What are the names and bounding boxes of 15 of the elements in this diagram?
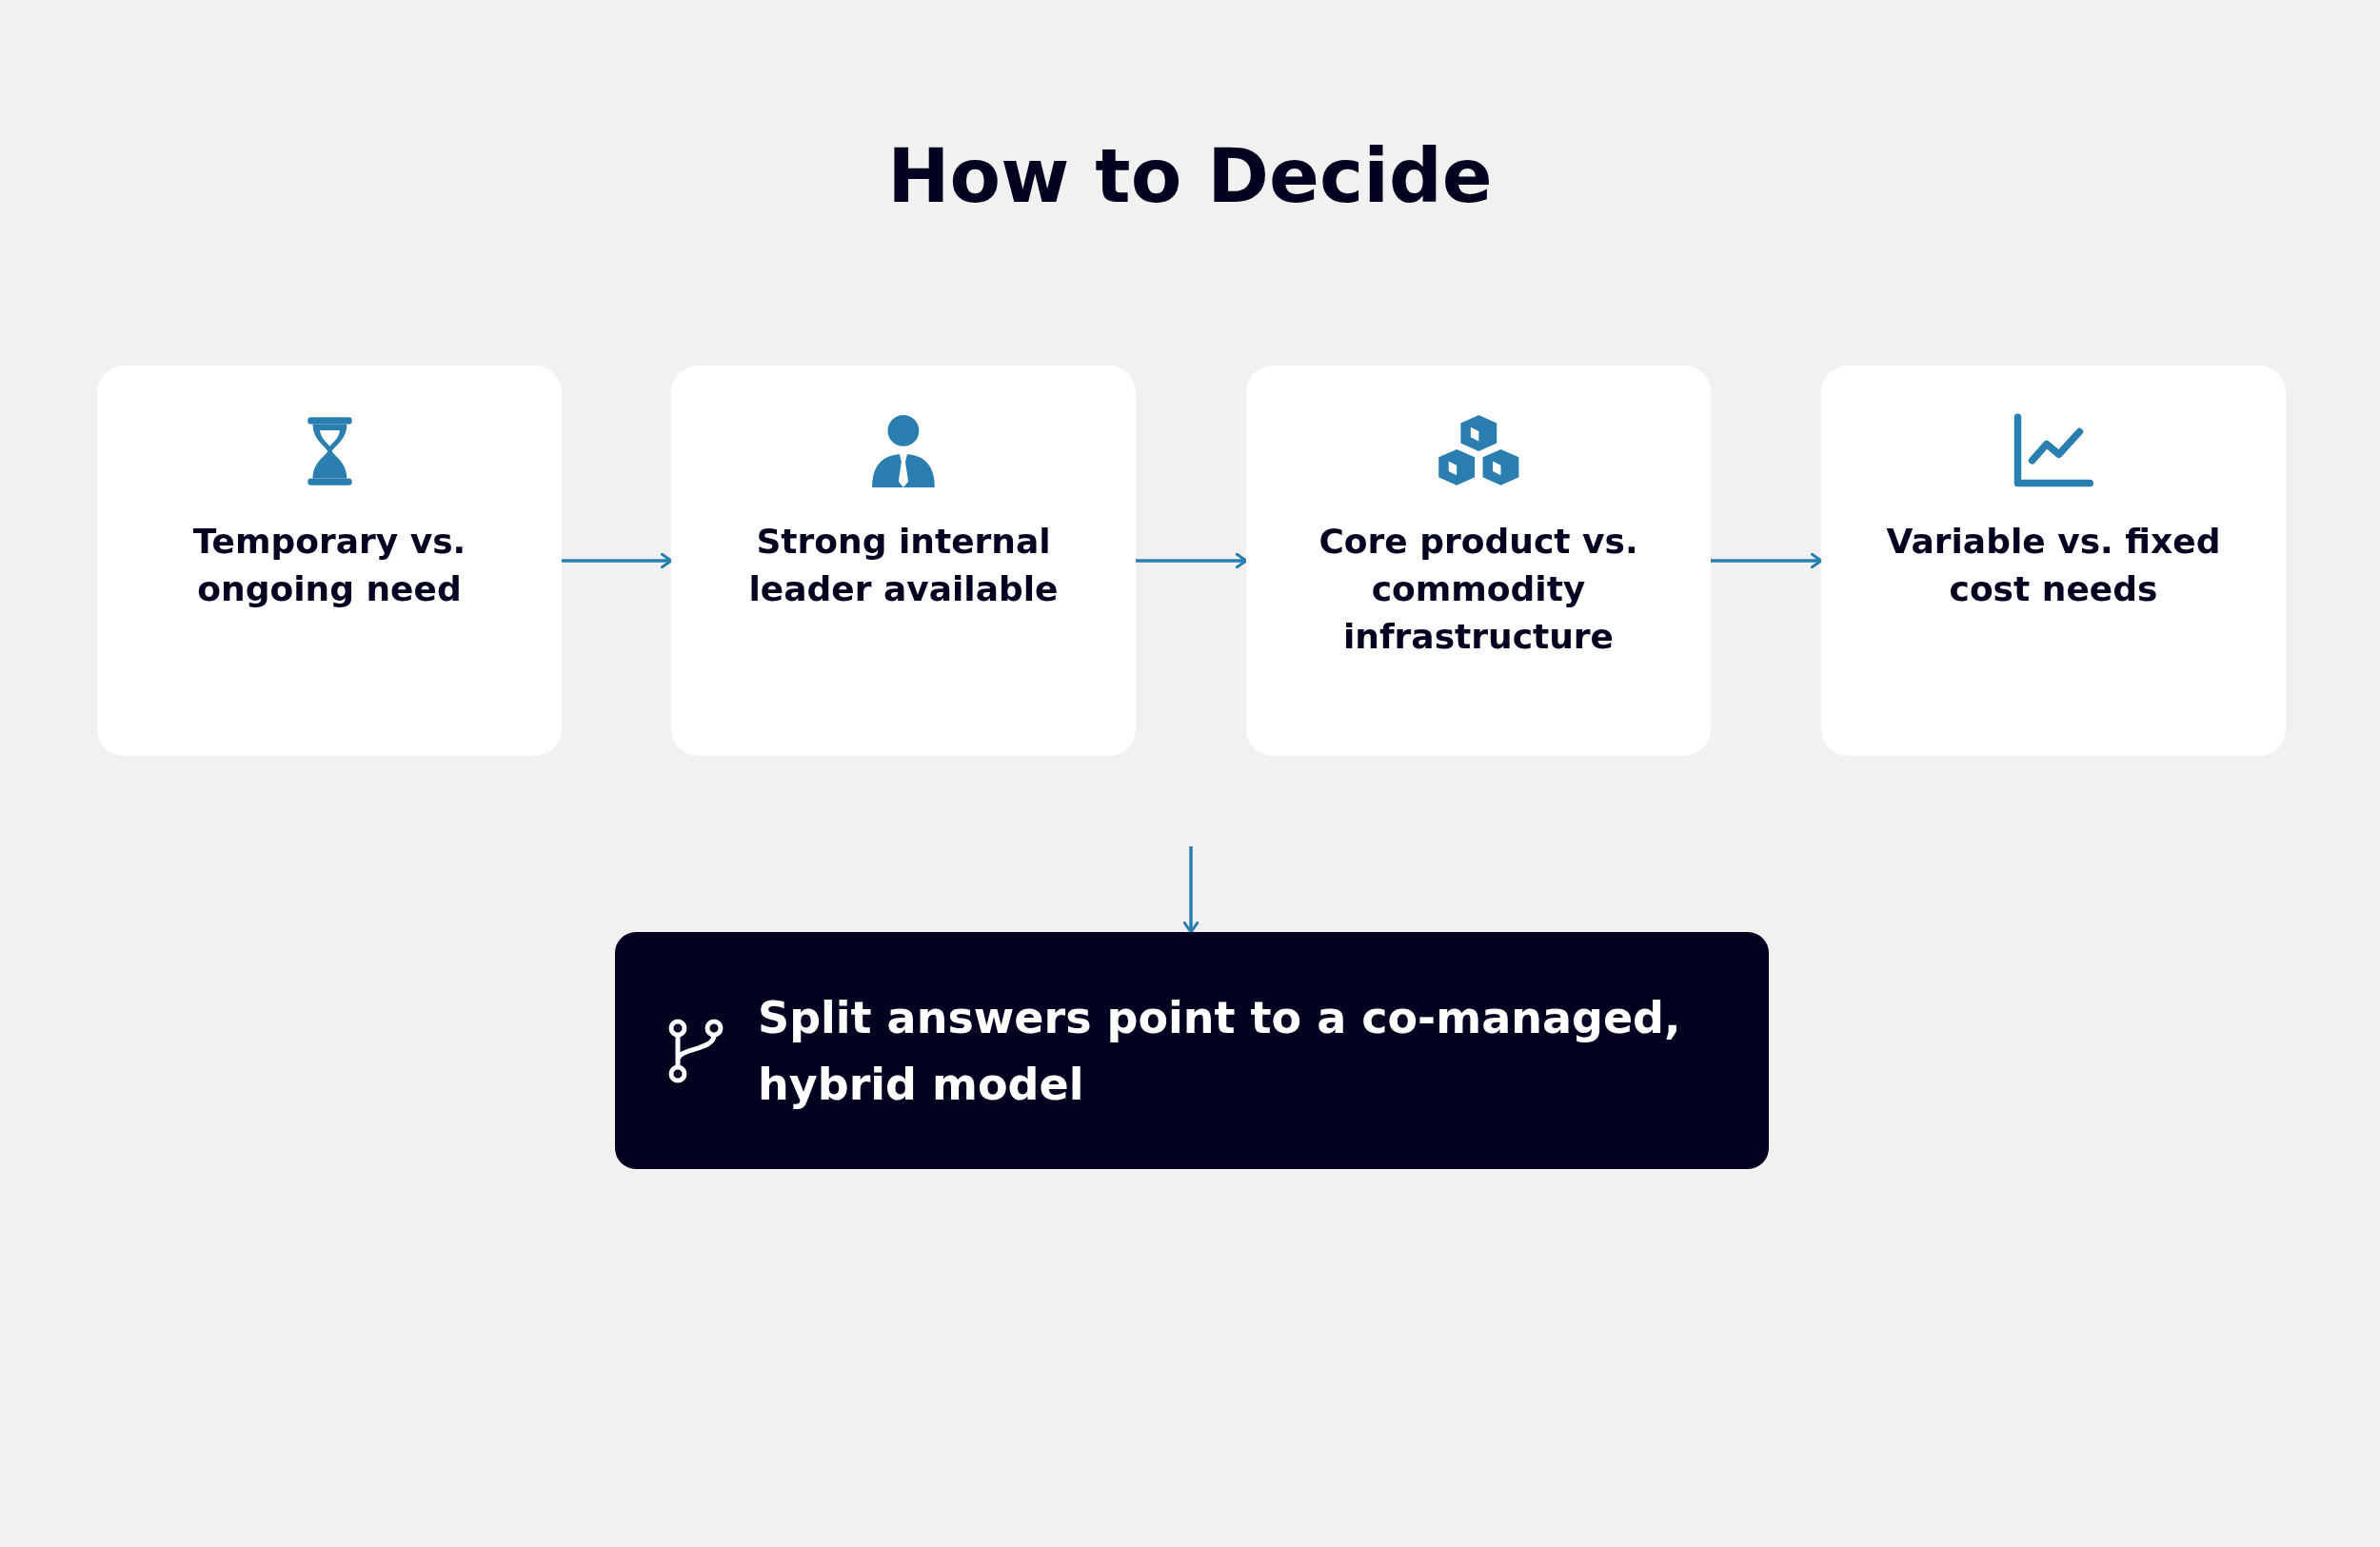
criterion-text: Temporary vs. ongoing need <box>191 521 467 610</box>
arrow <box>562 552 673 569</box>
criterion-text: Variable vs. fixed cost needs <box>1885 521 2222 610</box>
arrow <box>1711 552 1823 569</box>
criterion-card <box>1821 366 2286 756</box>
conclusion-text: Split answers point to a co-managed, hybrid model <box>758 991 1682 1112</box>
title: How to Decide <box>886 133 1494 219</box>
criterion-card <box>97 366 562 756</box>
criterion-card <box>1246 366 1711 756</box>
conclusion-box <box>615 932 1769 1169</box>
criterion-card <box>671 366 1136 756</box>
arrow <box>1136 552 1248 569</box>
criterion-text: Core product vs. commodity infrastructure <box>1318 521 1639 658</box>
criterion-text: Strong internal leader available <box>747 521 1060 610</box>
arrow <box>1182 846 1200 934</box>
